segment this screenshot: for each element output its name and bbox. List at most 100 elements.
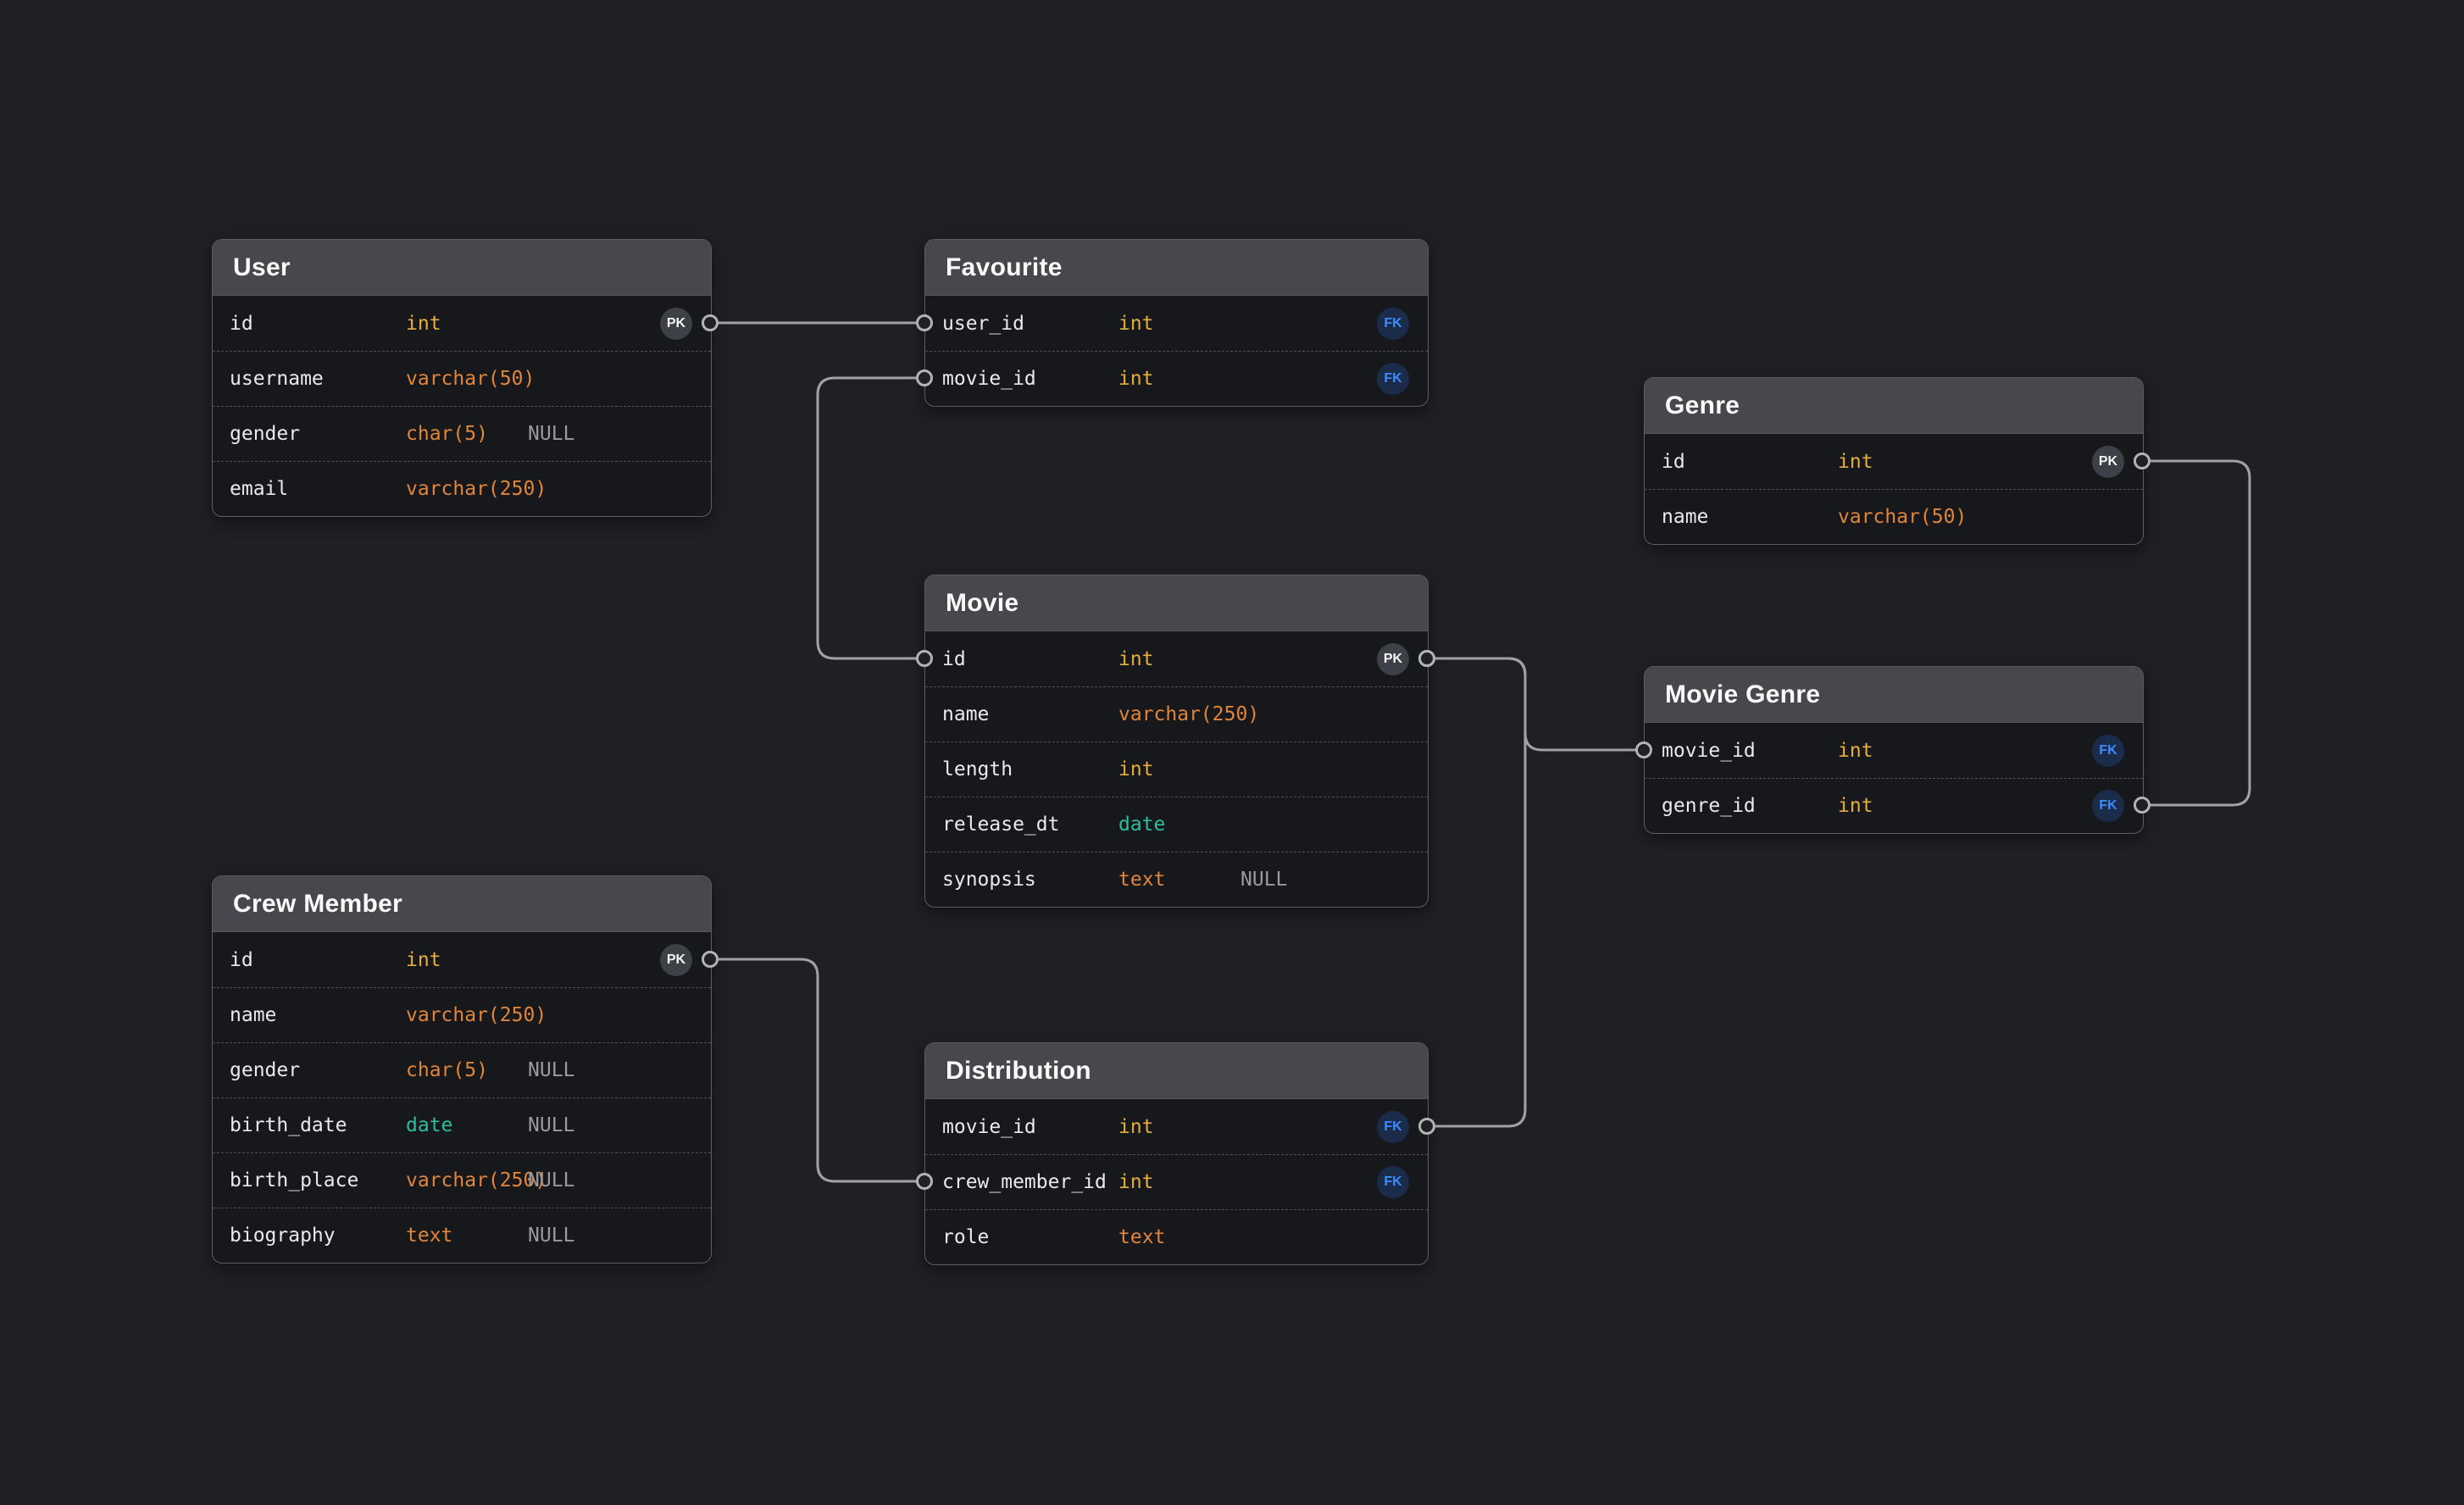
foreign-key-badge: FK [1377,1110,1409,1143]
field-name: birth_date [230,1114,347,1136]
primary-key-badge: PK [1377,642,1409,675]
field-type: varchar(50) [406,368,536,390]
field-type: char(5) [406,1059,488,1081]
connection-port[interactable] [2134,797,2150,814]
connection-port[interactable] [702,951,719,968]
connection-port[interactable] [916,650,933,667]
foreign-key-badge: FK [1377,307,1409,340]
foreign-key-badge: FK [1377,1166,1409,1198]
connection-port[interactable] [916,314,933,331]
table-title: Crew Member [233,889,403,918]
field-row[interactable]: movie_id int FK [925,1099,1428,1154]
table-header[interactable]: Crew Member [213,876,711,932]
field-type: int [1838,795,1873,817]
table-header[interactable]: Genre [1645,378,2143,434]
connection-port[interactable] [1418,650,1435,667]
field-name: id [230,312,253,335]
table-header[interactable]: Favourite [925,240,1428,296]
connection-port[interactable] [916,369,933,386]
field-name: birth_place [230,1169,359,1191]
field-name: gender [230,423,301,445]
field-type: int [1118,758,1154,780]
field-name: role [942,1226,990,1248]
field-name: movie_id [1662,739,1756,762]
table-header[interactable]: User [213,240,711,296]
field-name: synopsis [942,869,1036,891]
field-type: int [1118,647,1154,670]
relationship-line[interactable] [2142,459,2251,807]
field-name: email [230,478,289,500]
foreign-key-badge: FK [1377,363,1409,395]
field-row[interactable]: email varchar(250) [213,461,711,516]
field-name: id [942,647,966,670]
field-name: movie_id [942,1115,1036,1138]
connection-port[interactable] [2134,453,2150,469]
field-type: int [1118,1115,1154,1138]
connection-port[interactable] [916,1173,933,1190]
relationship-line[interactable] [710,958,924,1183]
field-name: id [1662,450,1685,473]
field-name: gender [230,1059,301,1081]
table-header[interactable]: Movie Genre [1645,667,2143,723]
field-name: biography [230,1225,336,1247]
table-title: Movie [946,588,1019,617]
field-row[interactable]: name varchar(250) [925,686,1428,741]
field-name: name [942,703,990,725]
field-type: varchar(250) [406,478,547,500]
field-type: int [1838,450,1873,473]
table-title: Distribution [946,1056,1091,1085]
connection-port[interactable] [1418,1118,1435,1135]
field-name: crew_member_id [942,1171,1107,1193]
field-name: length [942,758,1013,780]
field-type: varchar(250) [1118,703,1260,725]
table-header[interactable]: Distribution [925,1043,1428,1099]
field-name: id [230,948,253,971]
relationship-line[interactable] [1427,657,1644,752]
connection-port[interactable] [1635,741,1652,758]
field-name: name [1662,506,1709,528]
field-type: date [406,1114,453,1136]
field-row[interactable]: length int [925,741,1428,797]
field-row[interactable]: birth_date date NULL [213,1097,711,1152]
field-row[interactable]: id int PK [925,631,1428,686]
table-title: Movie Genre [1665,680,1821,708]
relationship-line[interactable] [816,376,924,660]
nullable-label: NULL [1240,869,1288,891]
field-name: genre_id [1662,795,1756,817]
field-name: name [230,1004,277,1026]
table-movie[interactable]: Movie id int PK name varchar(250) length int rel… [924,575,1429,908]
field-type: varchar(250) [406,1004,547,1026]
nullable-label: NULL [528,1059,575,1081]
field-row[interactable]: gender char(5) NULL [213,1042,711,1097]
field-name: movie_id [942,368,1036,390]
field-type: int [1838,739,1873,762]
table-header[interactable]: Movie [925,575,1428,631]
connection-port[interactable] [702,314,719,331]
nullable-label: NULL [528,1114,575,1136]
relationship-line[interactable] [1427,657,1527,1128]
field-row[interactable]: name varchar(250) [213,987,711,1042]
